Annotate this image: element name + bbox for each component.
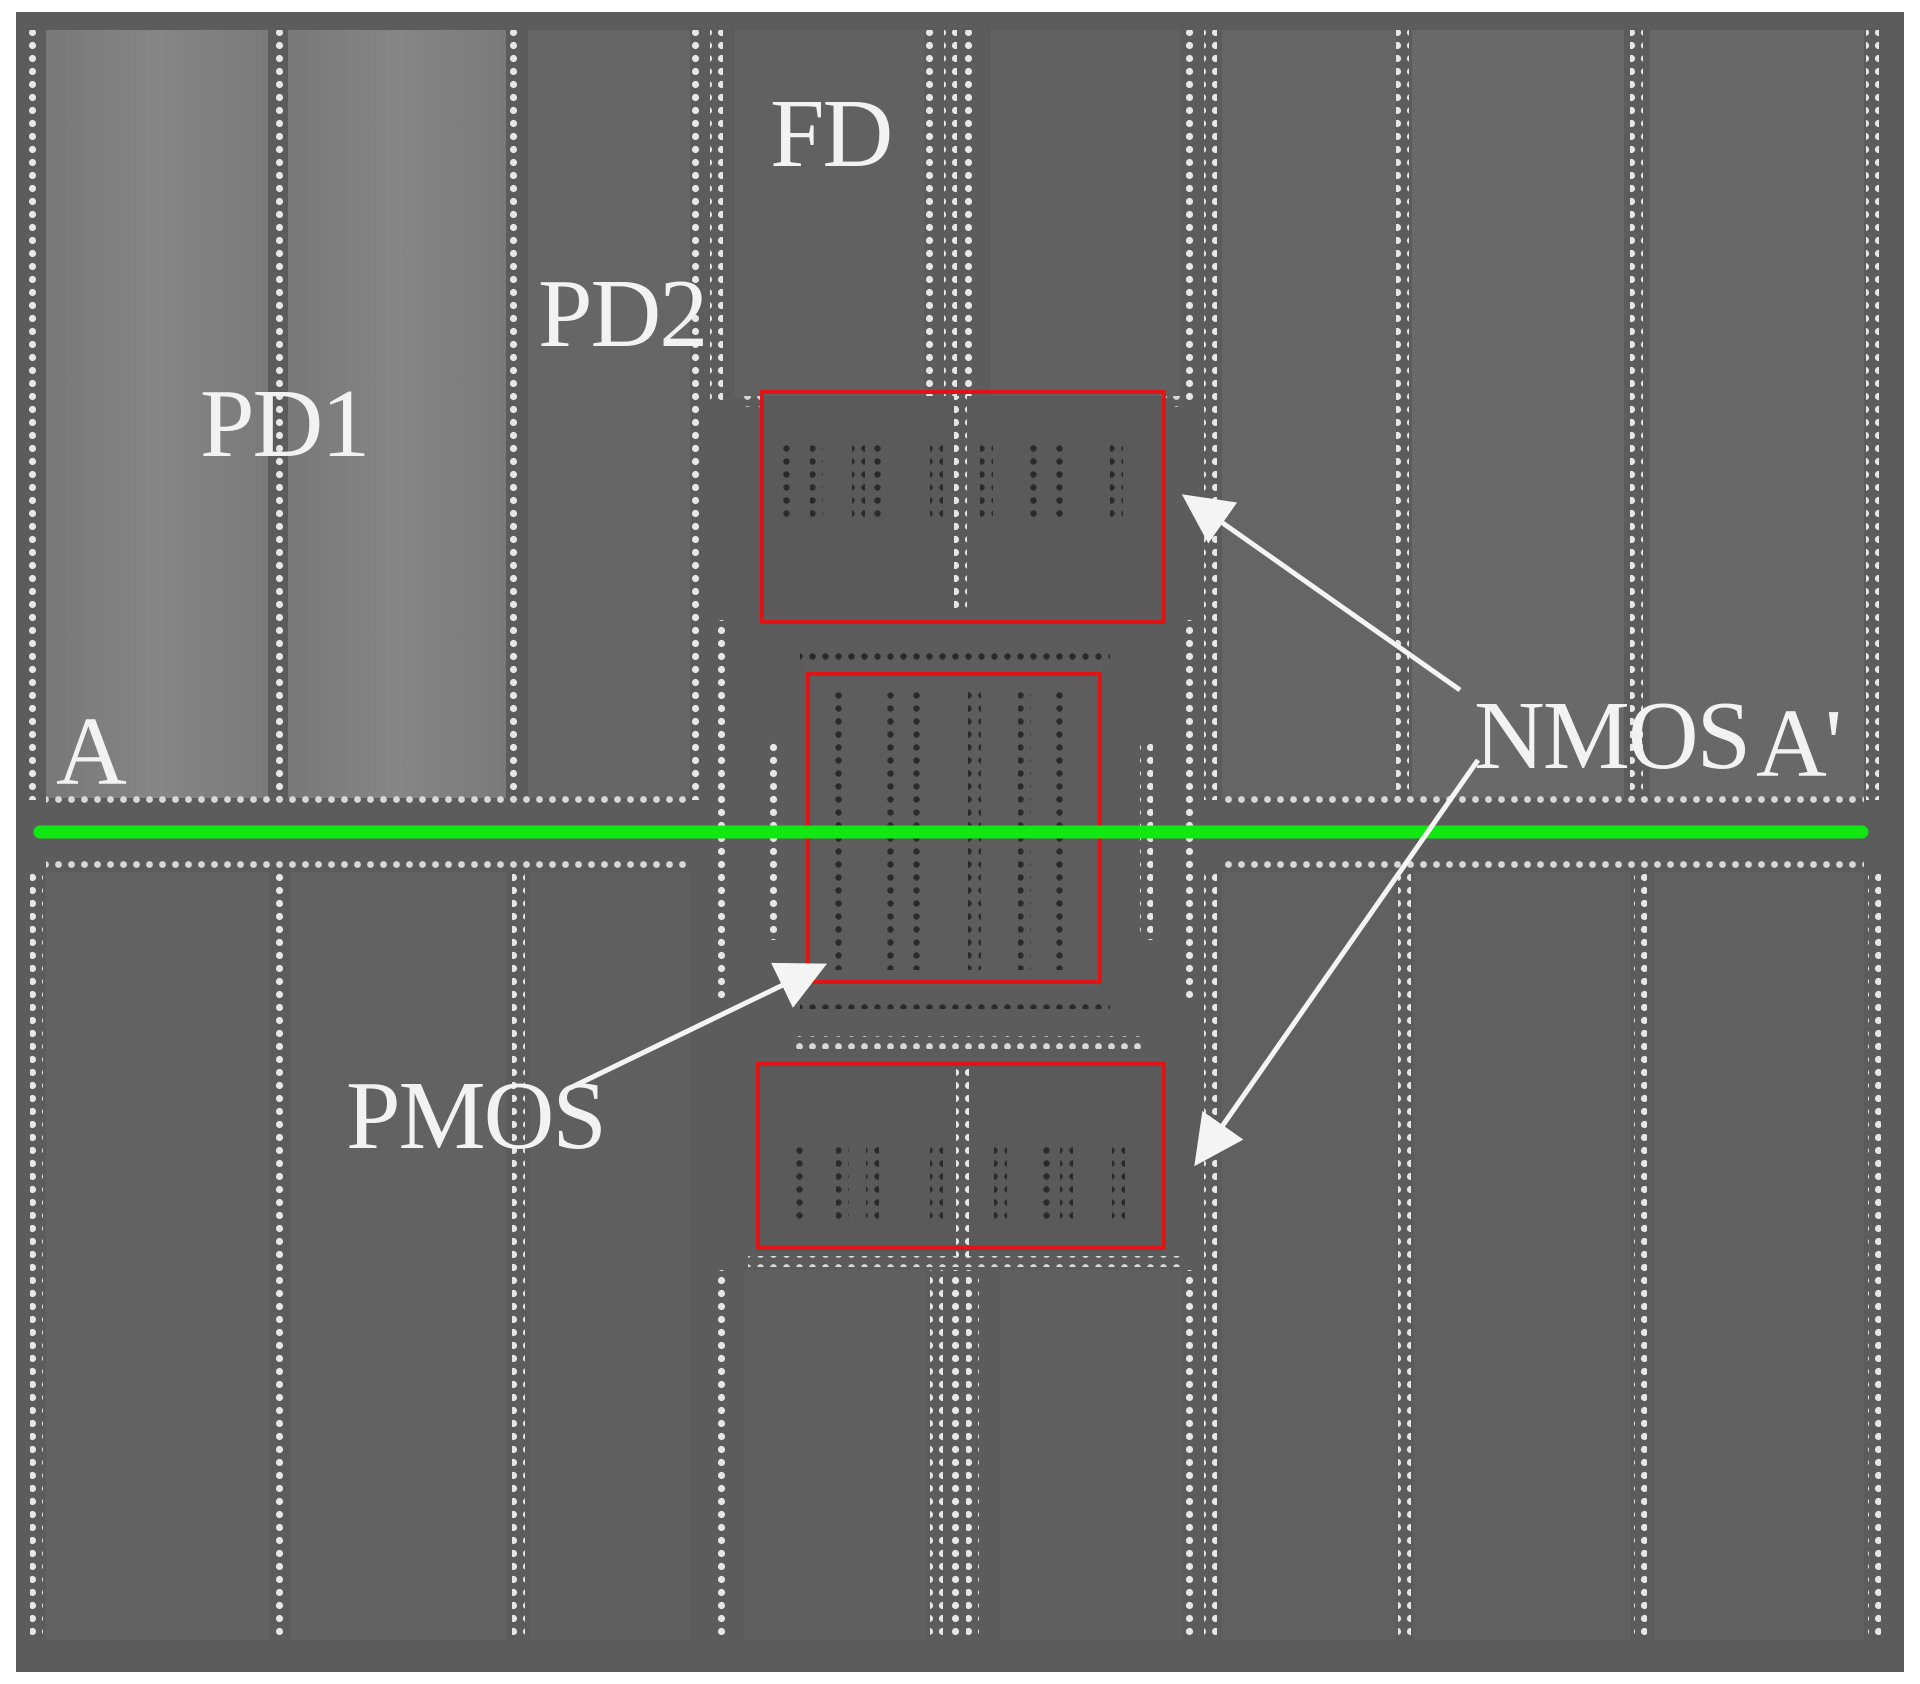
- label-pmos: PMOS: [346, 1062, 605, 1170]
- right-column-3: [1650, 30, 1864, 798]
- label-pd2: PD2: [538, 260, 706, 368]
- nmos-lower-arrow: [1194, 758, 1481, 1167]
- label-a-prime: A': [1756, 690, 1840, 798]
- right-column-1: [1222, 30, 1396, 798]
- label-a: A: [56, 698, 127, 806]
- bottom-regions: [46, 872, 1864, 1640]
- bottom-column-2: [290, 872, 506, 1640]
- pmos-arrow: [568, 962, 828, 1091]
- contact-rows-bottom: [30, 620, 1881, 1640]
- bottom-column-7: [1414, 872, 1630, 1640]
- bottom-column-1: [46, 872, 270, 1640]
- fd-left-column: [734, 30, 924, 398]
- top-regions: [46, 30, 1864, 798]
- bottom-column-6: [1222, 872, 1396, 1640]
- nmos-upper-box: [760, 390, 1166, 624]
- nmos-upper-arrow: [1181, 494, 1462, 693]
- transistor-areas: [758, 396, 1162, 1262]
- label-nmos: NMOS: [1474, 682, 1749, 790]
- bottom-column-8: [1654, 872, 1864, 1640]
- right-column-2: [1412, 30, 1624, 798]
- bottom-center-right: [1000, 1270, 1182, 1640]
- fd-right-column: [990, 30, 1180, 398]
- label-fd: FD: [770, 80, 891, 188]
- arrows: [568, 494, 1481, 1167]
- nmos-lower-box: [756, 1062, 1166, 1250]
- contact-rows-top: [26, 30, 1879, 800]
- bottom-center-left: [744, 1270, 926, 1640]
- pd1-right-column: [288, 30, 506, 798]
- pd1-left-column: [46, 30, 268, 798]
- bottom-column-3: [530, 872, 690, 1640]
- pd2-column: [528, 30, 690, 798]
- label-pd1: PD1: [200, 370, 368, 478]
